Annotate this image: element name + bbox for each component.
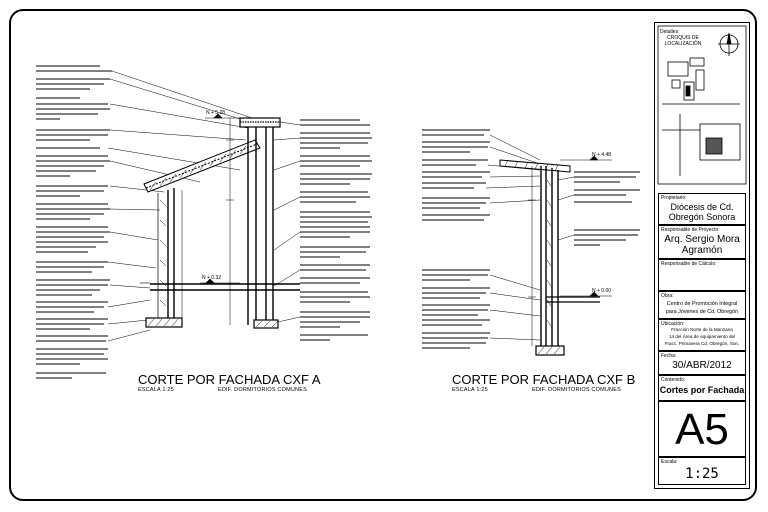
section-b-column bbox=[540, 166, 559, 348]
section-b-level-floor: N + 0.00 bbox=[592, 288, 612, 294]
sheet-number: A5 bbox=[675, 405, 729, 454]
content-value: Cortes por Fachada bbox=[659, 385, 745, 395]
section-b-notes-right bbox=[574, 171, 640, 246]
content-label: Contenido: bbox=[661, 377, 686, 383]
section-a-dimensions bbox=[181, 118, 234, 325]
section-a-top-slab bbox=[239, 117, 281, 128]
content-cell: Contenido: Cortes por Fachada bbox=[658, 375, 746, 401]
croquis-map bbox=[657, 25, 747, 185]
section-a-scale: ESCALA 1:25 bbox=[138, 387, 174, 393]
section-b-level-top: N + 4.48 bbox=[592, 152, 612, 158]
project-lead-cell: Responsable de Proyecto: Arq. Sergio Mor… bbox=[658, 225, 746, 259]
section-a-level-marks bbox=[200, 113, 240, 284]
section-b-title: CORTE POR FACHADA CXF B bbox=[452, 372, 636, 387]
section-b-roof bbox=[499, 159, 571, 173]
croquis-title: CROQUIS DE LOCALIZACIÓN bbox=[664, 35, 702, 47]
section-b-scale: ESCALA 1:25 bbox=[452, 387, 488, 393]
section-a-roof bbox=[143, 139, 261, 193]
scale-label: Escala: bbox=[661, 459, 678, 465]
calc-label: Responsable de Cálculo: bbox=[661, 261, 717, 267]
date-cell: Fecha: 30/ABR/2012 bbox=[658, 351, 746, 375]
section-b-level-marks bbox=[560, 155, 612, 297]
section-b-leaders-right bbox=[557, 176, 575, 241]
section-b-building: EDIF. DORMITORIOS COMUNES bbox=[532, 387, 621, 393]
date-value: 30/ABR/2012 bbox=[672, 360, 732, 371]
section-a-leaders-right bbox=[273, 121, 301, 323]
section-b-notes-left bbox=[422, 129, 490, 349]
location-line1: Fracción Norte de la Manzana bbox=[671, 327, 733, 332]
project-lead-label: Responsable de Proyecto: bbox=[661, 227, 720, 233]
project-lead-line2: Agramón bbox=[681, 245, 723, 256]
project-lead-line1: Arq. Sergio Mora bbox=[664, 234, 740, 245]
sheet-cell: A5 bbox=[658, 401, 746, 457]
section-a-notes-right bbox=[300, 119, 372, 341]
owner-line1: Diócesis de Cd. bbox=[670, 202, 734, 212]
scale-value: 1:25 bbox=[685, 466, 719, 482]
work-line1: Centro de Promoción Integral bbox=[666, 301, 738, 307]
section-b-floor bbox=[546, 296, 600, 303]
section-a-building: EDIF. DORMITORIOS COMUNES bbox=[218, 387, 307, 393]
section-a-foundations bbox=[145, 317, 279, 329]
location-label: Ubicación: bbox=[661, 321, 685, 327]
sheet-border bbox=[9, 9, 757, 501]
section-b-leaders bbox=[485, 134, 541, 341]
section-a-notes-left bbox=[36, 65, 112, 379]
section-b-column-hatch bbox=[546, 179, 552, 327]
section-b-drawing bbox=[422, 129, 640, 356]
scale-cell: Escala: 1:25 bbox=[658, 457, 746, 485]
owner-line2: Obregón Sonora bbox=[668, 212, 736, 222]
section-a-title: CORTE POR FACHADA CXF A bbox=[138, 372, 321, 387]
section-a-columns bbox=[157, 127, 274, 325]
section-b-dimensions bbox=[528, 166, 536, 346]
title-block: Detalles: CROQUIS DE LOCALIZACIÓN Propie… bbox=[654, 22, 750, 489]
date-label: Fecha: bbox=[661, 353, 677, 359]
owner-cell: Propietario: Diócesis de Cd. Obregón Son… bbox=[658, 193, 746, 225]
detail-label: Detalles: bbox=[660, 29, 680, 35]
section-a-level-floor: N + 0.32 bbox=[202, 275, 222, 281]
calc-cell: Responsable de Cálculo: bbox=[658, 259, 746, 291]
section-a-floor-slab bbox=[140, 282, 300, 291]
section-a-leaders bbox=[107, 70, 253, 342]
section-a-level-top: N + 5.28 bbox=[206, 110, 226, 116]
location-cell: Ubicación: Fracción Norte de la Manzana … bbox=[658, 319, 746, 351]
owner-label: Propietario: bbox=[661, 195, 687, 201]
work-cell: Obra: Centro de Promoción Integral para … bbox=[658, 291, 746, 319]
section-b-foundation bbox=[535, 345, 565, 356]
location-line3: Fracc. Primavera Cd. Obregón, Son. bbox=[664, 341, 740, 346]
section-a-drawing bbox=[36, 65, 372, 379]
location-line2: 14 del Área de equipamiento del bbox=[668, 334, 736, 339]
work-label: Obra: bbox=[661, 293, 674, 299]
section-a-column-hatch bbox=[159, 199, 167, 307]
work-line2: para Jóvenes de Cd. Obregón bbox=[665, 309, 739, 315]
